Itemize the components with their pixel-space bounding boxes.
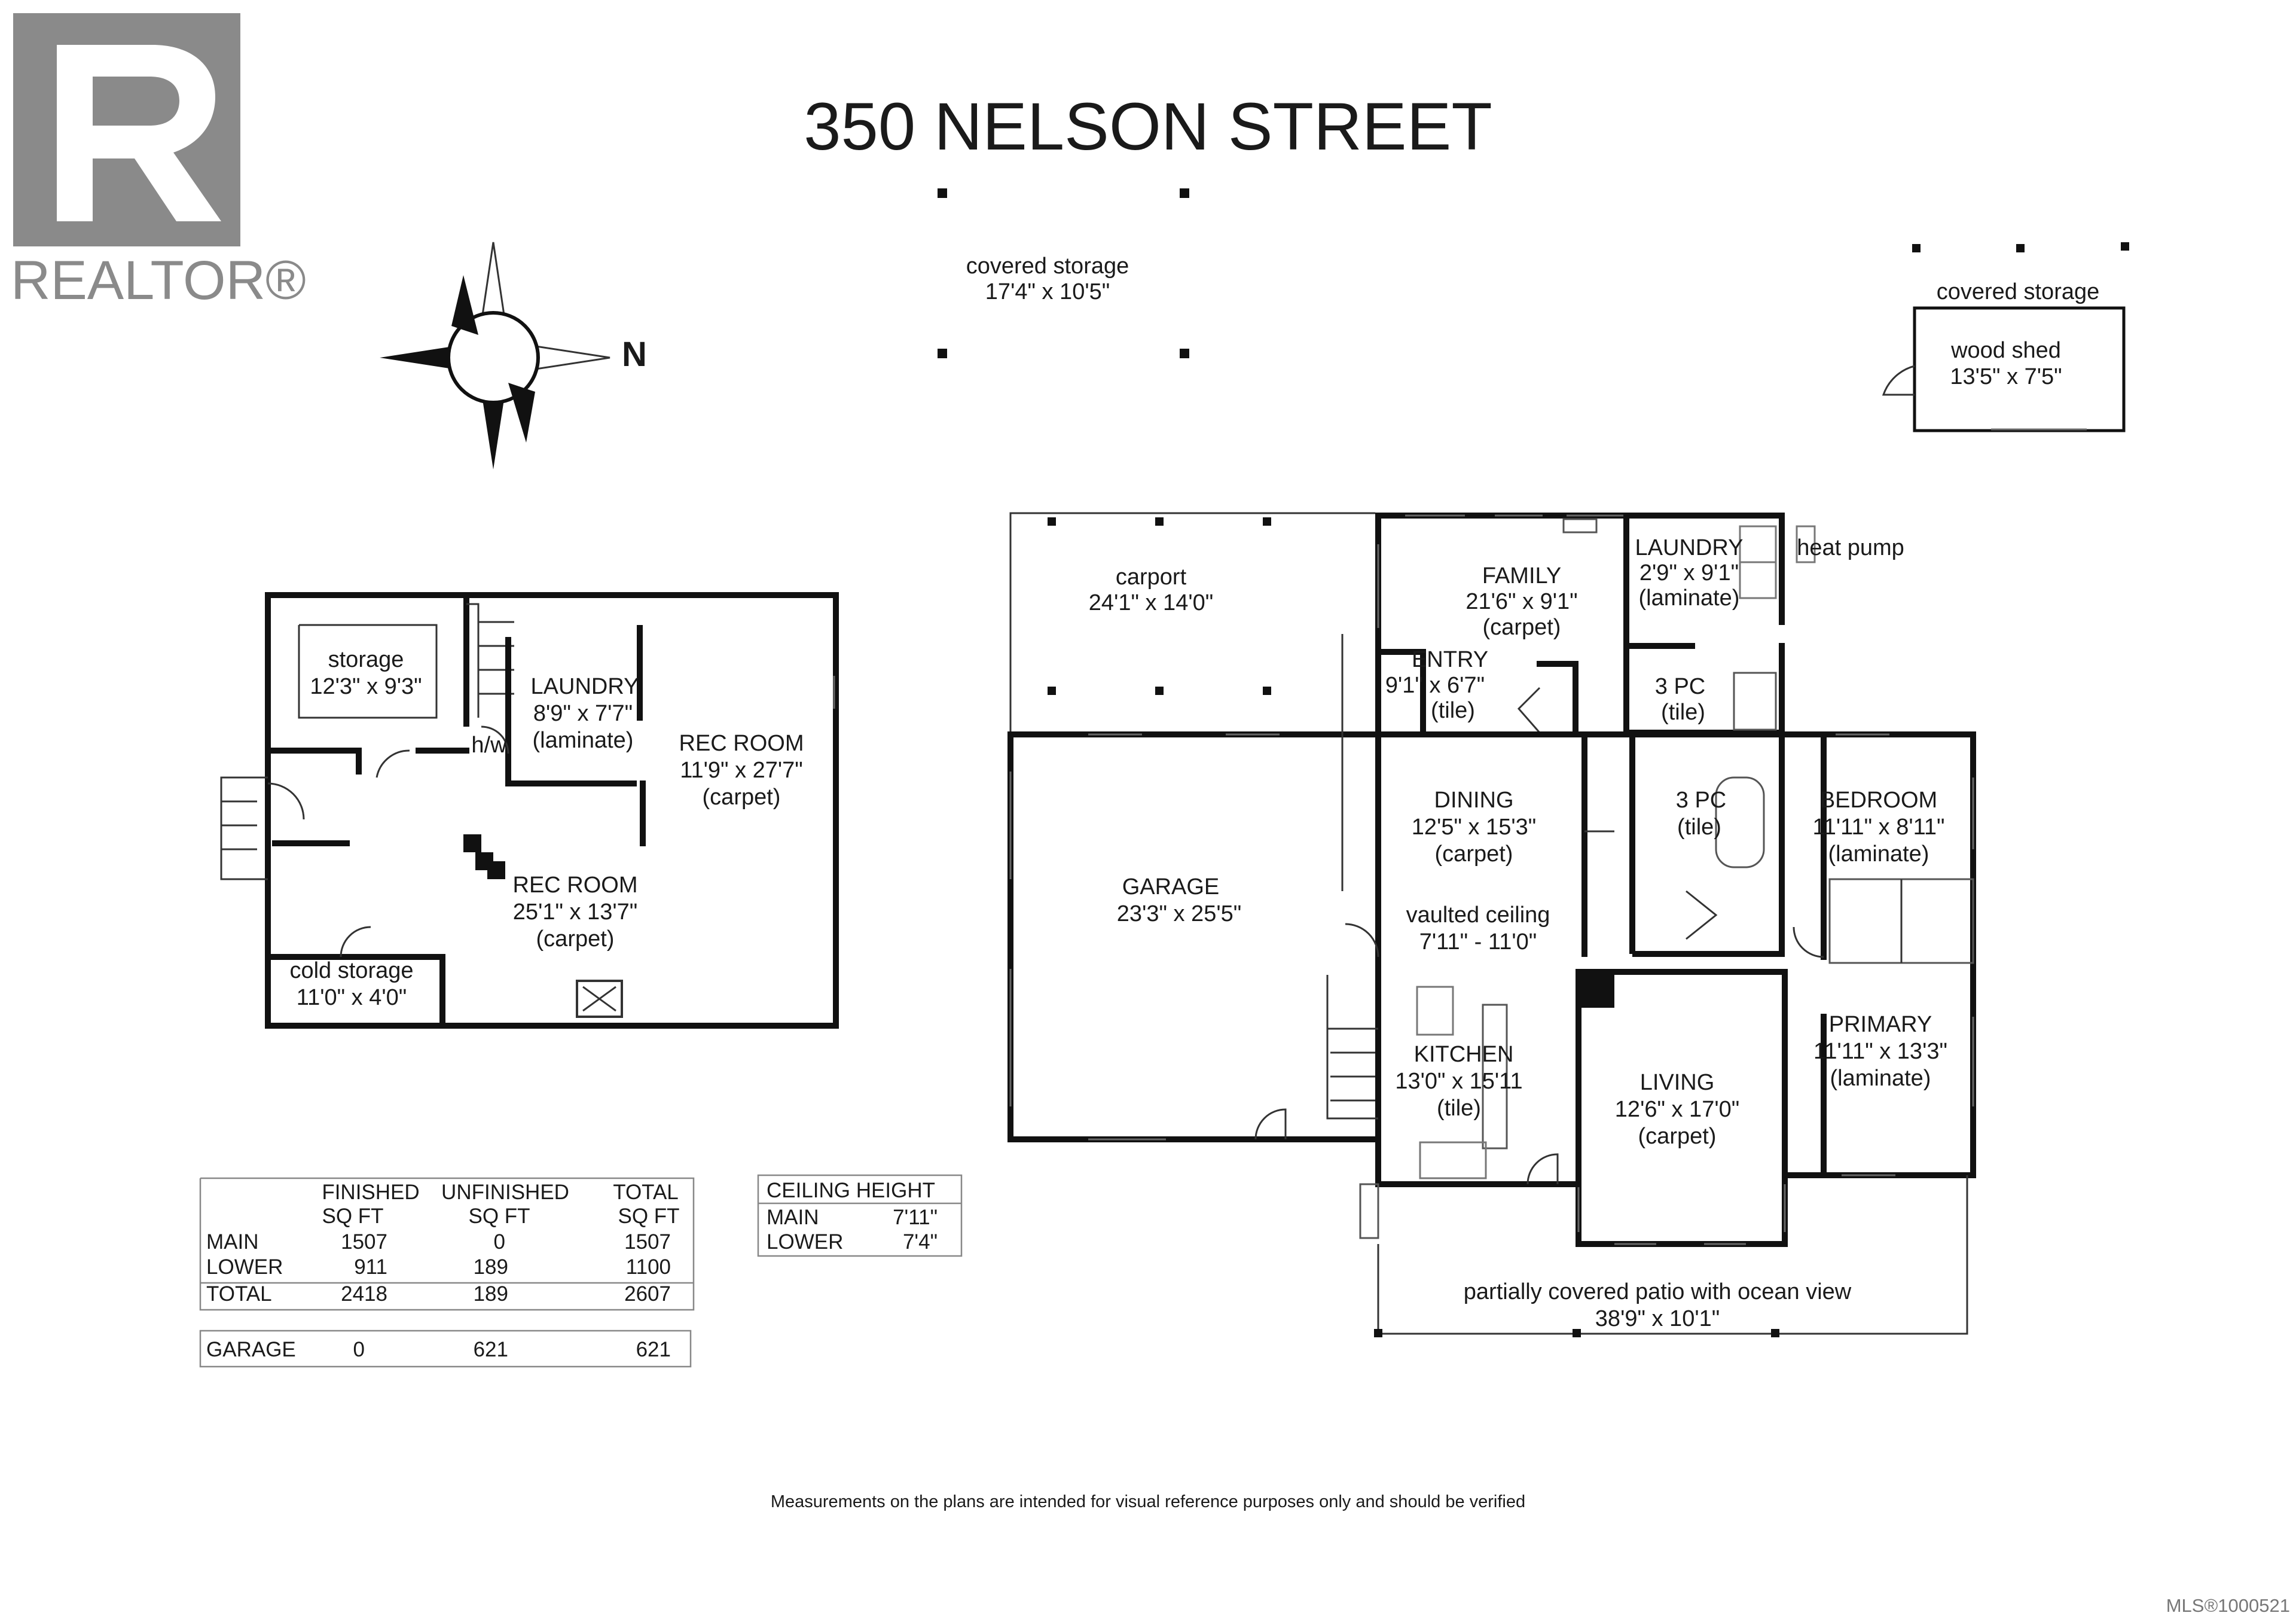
family-dims: 21'6" x 9'1" — [1465, 589, 1577, 614]
compass-rose-icon — [380, 242, 610, 469]
garage-row-unfinished: 621 — [474, 1338, 508, 1361]
area-row-unfinished: 189 — [474, 1282, 508, 1306]
living-dims: 12'6" x 17'0" — [1615, 1097, 1739, 1122]
area-header-unfinished-1: UNFINISHED — [441, 1181, 569, 1204]
entry-label: ENTRY — [1412, 647, 1488, 672]
dining-label: DINING — [1434, 788, 1514, 813]
shed-covered-storage-label: covered storage — [1937, 279, 2100, 304]
area-row-label: MAIN — [206, 1230, 259, 1254]
vaulted-ceiling-label: vaulted ceiling — [1406, 903, 1550, 928]
area-row-unfinished: 0 — [494, 1230, 505, 1254]
mls-number: MLS®1000521 — [2166, 1595, 2290, 1616]
area-row-finished: 2418 — [341, 1282, 387, 1306]
garage-row-label: GARAGE — [206, 1338, 296, 1361]
compass-north-label: N — [622, 335, 647, 374]
carport-dims: 24'1" x 14'0" — [1089, 590, 1213, 615]
wood-shed — [1882, 242, 2129, 432]
bedroom-dims: 11'11" x 8'11" — [1812, 815, 1944, 840]
living-floor: (carpet) — [1638, 1124, 1717, 1149]
lower-storage-label: storage — [328, 647, 404, 672]
area-header-finished-2: SQ FT — [322, 1205, 383, 1228]
bedroom-label: BEDROOM — [1820, 788, 1937, 813]
covered-storage-label: covered storage — [966, 254, 1129, 279]
bath-upper-floor: (tile) — [1661, 700, 1705, 725]
area-row-finished: 1507 — [341, 1230, 387, 1254]
family-floor: (carpet) — [1483, 615, 1561, 640]
dining-floor: (carpet) — [1435, 842, 1513, 867]
area-row-total: 1100 — [626, 1255, 671, 1279]
realtor-wordmark: REALTOR® — [11, 250, 306, 311]
patio-label: partially covered patio with ocean view — [1464, 1279, 1852, 1304]
kitchen-floor: (tile) — [1437, 1096, 1481, 1121]
bath-lower-label: 3 PC — [1676, 788, 1726, 813]
area-row-label: LOWER — [206, 1255, 283, 1279]
primary-dims: 11'11" x 13'3" — [1813, 1039, 1947, 1064]
entry-floor: (tile) — [1431, 698, 1475, 723]
bath-upper-label: 3 PC — [1655, 674, 1705, 699]
main-laundry-dims: 2'9" x 9'1" — [1639, 560, 1739, 586]
ceiling-row-value: 7'4" — [903, 1230, 938, 1254]
primary-label: PRIMARY — [1829, 1012, 1932, 1037]
lower-storage-dims: 12'3" x 9'3" — [310, 674, 422, 699]
ceiling-height-table: CEILING HEIGHT MAIN 7'11" LOWER 7'4" — [757, 1174, 963, 1257]
area-header-total-2: SQ FT — [618, 1205, 679, 1228]
area-header-finished-1: FINISHED — [322, 1181, 419, 1204]
rec-room-main-label: REC ROOM — [513, 873, 638, 898]
lower-laundry-dims: 8'9" x 7'7" — [533, 701, 633, 726]
main-floor-plan — [1007, 512, 1976, 1337]
ceiling-row-value: 7'11" — [893, 1206, 938, 1229]
realtor-r-logo-icon — [13, 13, 240, 246]
main-laundry-label: LAUNDRY — [1635, 535, 1744, 560]
area-table: FINISHED SQ FT UNFINISHED SQ FT TOTAL SQ… — [199, 1177, 695, 1368]
lower-laundry-floor: (laminate) — [533, 728, 634, 753]
kitchen-dims: 13'0" x 15'11 — [1395, 1069, 1522, 1094]
covered-storage-dims: 17'4" x 10'5" — [985, 279, 1110, 304]
rec-room-east-dims: 11'9" x 27'7" — [680, 758, 803, 783]
main-laundry-floor: (laminate) — [1639, 586, 1740, 611]
area-header-unfinished-2: SQ FT — [468, 1205, 530, 1228]
ceiling-row-label: LOWER — [767, 1230, 843, 1254]
covered-storage-posts — [938, 188, 1189, 358]
area-row-unfinished: 189 — [474, 1255, 508, 1279]
heat-pump-label: heat pump — [1797, 535, 1904, 560]
living-label: LIVING — [1640, 1070, 1715, 1095]
vaulted-ceiling-dims: 7'11" - 11'0" — [1419, 929, 1537, 955]
ceiling-row-label: MAIN — [767, 1206, 819, 1229]
wood-shed-label: wood shed — [1950, 338, 2061, 363]
primary-floor: (laminate) — [1830, 1066, 1931, 1091]
cold-storage-dims: 11'0" x 4'0" — [297, 985, 407, 1010]
area-header-total-1: TOTAL — [613, 1181, 679, 1204]
lower-laundry-label: LAUNDRY — [531, 674, 639, 699]
area-row-total: 2607 — [624, 1282, 671, 1306]
ceiling-header: CEILING HEIGHT — [767, 1179, 935, 1202]
garage-row-total: 621 — [636, 1338, 671, 1361]
lower-floor-plan — [220, 592, 839, 1029]
rec-room-east-label: REC ROOM — [679, 731, 804, 756]
bedroom-floor: (laminate) — [1828, 842, 1929, 867]
garage-dims: 23'3" x 25'5" — [1117, 901, 1241, 926]
dining-dims: 12'5" x 15'3" — [1412, 815, 1536, 840]
entry-dims: 9'1" x 6'7" — [1385, 673, 1485, 698]
area-row-finished: 911 — [354, 1255, 387, 1279]
wood-shed-dims: 13'5" x 7'5" — [1950, 364, 2062, 389]
garage-label: GARAGE — [1122, 874, 1220, 900]
area-row-total: 1507 — [624, 1230, 671, 1254]
kitchen-label: KITCHEN — [1414, 1042, 1514, 1067]
patio-dims: 38'9" x 10'1" — [1595, 1306, 1720, 1331]
rec-room-main-dims: 25'1" x 13'7" — [513, 900, 637, 925]
page-title: 350 NELSON STREET — [804, 89, 1492, 164]
family-label: FAMILY — [1482, 563, 1561, 589]
bath-lower-floor: (tile) — [1677, 815, 1721, 840]
lower-hw-label: h/w — [471, 733, 507, 758]
disclaimer: Measurements on the plans are intended f… — [771, 1492, 1525, 1511]
carport-label: carport — [1116, 565, 1187, 590]
cold-storage-label: cold storage — [289, 958, 413, 983]
area-row-label: TOTAL — [206, 1282, 272, 1306]
rec-room-east-floor: (carpet) — [703, 785, 781, 810]
realtor-logo: REALTOR® — [11, 13, 306, 311]
garage-row-finished: 0 — [353, 1338, 365, 1361]
rec-room-main-floor: (carpet) — [536, 926, 615, 952]
